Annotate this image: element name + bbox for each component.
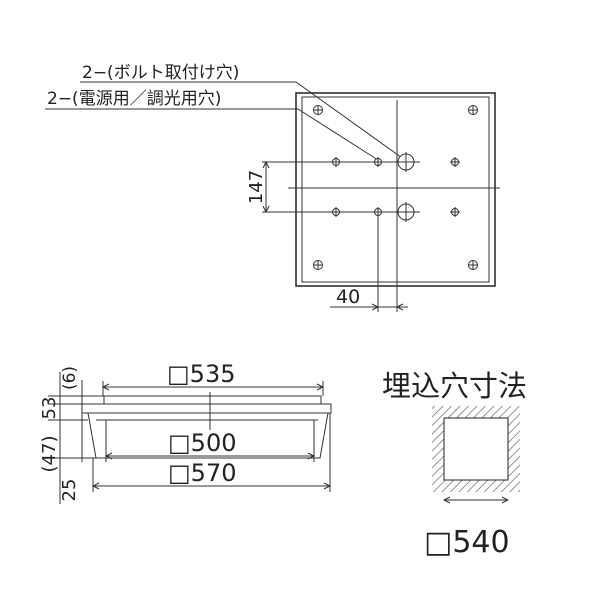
dim-500: □500 (168, 429, 236, 457)
callout-power-holes: 2−(電源用／調光用穴) (47, 89, 221, 109)
cutout-hatch (432, 406, 520, 492)
dim-47: (47) (39, 436, 60, 473)
top-outer-frame (295, 92, 496, 287)
dim-25: 25 (59, 479, 80, 502)
mounting-holes (331, 157, 460, 217)
dim-40: 40 (336, 286, 360, 308)
corner-holes (313, 105, 478, 270)
top-view: 147 40 (246, 92, 500, 312)
side-body (103, 395, 322, 405)
dim-6: (6) (60, 366, 80, 390)
callout-bolt-leader (295, 81, 406, 161)
side-flange (81, 403, 332, 414)
side-view: □535 □500 □570 (6) 53 (47) 25 (39, 360, 332, 504)
callout-power-leader (297, 108, 379, 161)
cutout-title: 埋込穴寸法 (382, 369, 527, 403)
large-holes (396, 152, 416, 222)
cutout-diagram: 埋込穴寸法 □540 (382, 369, 527, 560)
side-panel (87, 412, 329, 459)
dim-570: □570 (168, 459, 236, 487)
cutout-opening (443, 417, 509, 481)
callout-bolt-holes: 2−(ボルト取付け穴) (82, 63, 239, 83)
dim-535: □535 (167, 360, 235, 388)
top-inner-frame (301, 96, 490, 283)
cutout-size: □540 (424, 525, 510, 560)
dim-147: 147 (246, 170, 267, 204)
dim-53: 53 (39, 397, 60, 420)
